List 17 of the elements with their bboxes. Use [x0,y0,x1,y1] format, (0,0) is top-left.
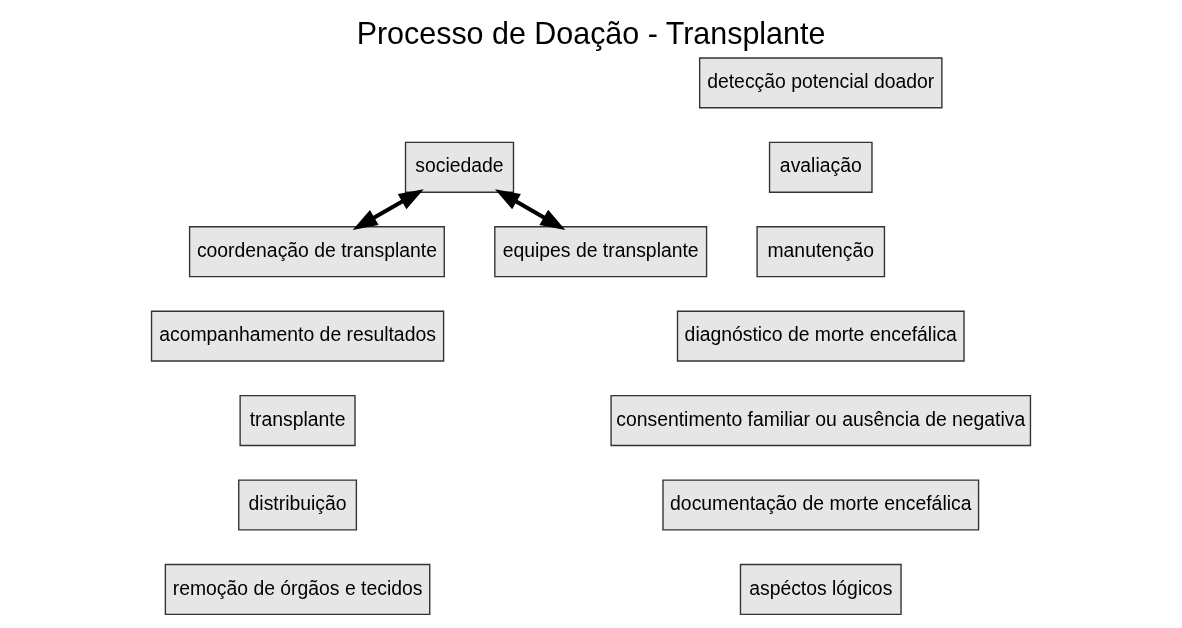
diagram-title: Processo de Doação - Transplante [356,15,826,50]
node-box: equipes de transplante [494,226,708,278]
node-box: aspéctos lógicos [739,563,902,616]
node-box: coordenação de transplante [188,226,445,278]
node-box: avaliação [768,141,873,193]
node-box: acompanhamento de resultados [150,310,445,362]
node-box: sociedade [404,141,515,193]
arrow [352,189,424,230]
node-box: remoção de órgãos e tecidos [164,563,431,616]
node-box: distribuição [238,479,358,531]
node-box: detecção potencial doador [698,57,943,109]
node-box: transplante [239,394,356,447]
node-box: diagnóstico de morte encefálica [676,310,965,362]
node-box: manutenção [756,226,886,278]
node-box: consentimento familiar ou ausência de negativa [610,394,1032,447]
node-box: documentação de morte encefálica [662,479,980,531]
arrow [494,189,566,230]
